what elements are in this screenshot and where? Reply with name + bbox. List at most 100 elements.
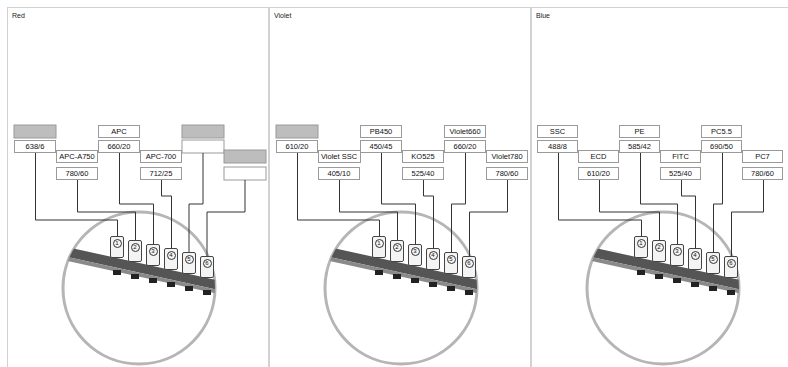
box-text: Violet660 [449,127,480,136]
box-text: 660/20 [108,142,131,151]
leader-line [452,153,466,252]
detector-module: 5 [182,252,196,274]
detector-module: 2 [652,240,666,262]
detector-module: 3 [670,244,684,266]
channel-label-box: Violet660 [444,125,486,138]
detector-foot [727,290,735,295]
lens-circle [63,212,215,364]
callout-number: 2 [131,243,140,252]
callout-number: 4 [167,251,176,260]
box-text: Violet780 [491,152,522,161]
detector-foot [113,270,121,275]
box-text: APC [111,127,126,136]
detector-module: 5 [706,252,720,274]
box-text: APC-700 [146,152,176,161]
box-text: 712/25 [150,169,173,178]
callout-number: 6 [727,259,736,268]
callout-number: 1 [637,239,646,248]
detector-module: 3 [408,244,422,266]
panel-title: Red [12,12,25,19]
box-text: ECD [591,152,607,161]
box-text: 638/6 [26,142,45,151]
detector-module: 6 [462,256,476,278]
laser-panel: Red638/6APC-A750780/60APC660/20APC-70071… [8,8,268,367]
filter-box: 712/25 [140,167,182,180]
channel-label-box: APC-700 [140,150,182,163]
channel-label-box: SSC [537,125,578,138]
detector-foot [655,274,663,279]
box-text: 525/40 [412,169,435,178]
channel-label-box: PE [619,125,660,138]
box-text: 660/20 [454,142,477,151]
box-text: Violet SSC [321,152,357,161]
leader-line [78,180,136,240]
detector-module: 6 [724,256,738,278]
channel-label-box: ECD [578,150,619,163]
detector-foot [465,290,473,295]
laser-panel: Violet610/20Violet SSC405/10PB450450/45K… [270,8,530,367]
box-text: 450/45 [370,142,393,151]
detector-module: 1 [110,236,124,258]
callout-number: 2 [393,243,402,252]
callout-number: 5 [447,255,456,264]
detector-module: 5 [444,252,458,274]
callout-number: 3 [411,247,420,256]
box-text: 525/40 [669,169,692,178]
callout-number: 4 [429,251,438,260]
leader-line [36,153,118,236]
callout-number: 6 [465,259,474,268]
box-text: 780/60 [751,169,774,178]
leader-line [600,180,660,240]
box-text: 780/60 [496,169,519,178]
filter-box: 525/40 [402,167,444,180]
filter-box: 780/60 [742,167,783,180]
callout-number: 1 [375,239,384,248]
channel-label-box: Violet SSC [318,150,361,163]
filter-box: 660/20 [98,140,140,153]
filter-box: 610/20 [276,140,318,153]
laser-panel: BlueSSC488/8ECD610/20PE585/42FITC525/40P… [532,8,788,367]
callout-number: 6 [203,259,212,268]
filter-box: 610/20 [578,167,619,180]
callout-number: 4 [691,251,700,260]
detector-module: 2 [390,240,404,262]
detector-foot [691,282,699,287]
box-text: PC5.5 [711,127,732,136]
leader-line [298,153,380,236]
blank-filter-box [224,167,266,180]
filter-box: 405/10 [318,167,360,180]
lens-circle [587,212,739,364]
box-text: KO525 [411,152,434,161]
detector-foot [167,282,175,287]
channel-label-box: KO525 [402,150,444,163]
detector-foot [447,286,455,291]
detector-foot [429,282,437,287]
detector-foot [203,290,211,295]
box-text: PC7 [755,152,770,161]
filter-box: 450/45 [360,140,402,153]
filter-box: 638/6 [14,140,56,153]
box-text: 585/42 [628,142,651,151]
lens-circle [325,212,477,364]
channel-label-box: PB450 [360,125,402,138]
box-text: 405/10 [328,169,351,178]
filter-box: 780/60 [486,167,528,180]
channel-label-box: FITC [660,150,701,163]
detector-foot [411,278,419,283]
detector-module: 4 [164,248,178,270]
callout-number: 3 [673,247,682,256]
callout-number: 1 [113,239,122,248]
channel-label-box: PC7 [742,150,783,163]
leader-line [189,153,203,252]
detector-foot [185,286,193,291]
detector-foot [375,270,383,275]
box-text: 488/8 [548,142,567,151]
callout-number: 5 [709,255,718,264]
channel-label-box: PC5.5 [701,125,742,138]
filter-box: 525/40 [660,167,701,180]
callout-number: 3 [149,247,158,256]
channel-label-box: APC-A750 [56,150,98,163]
blank-filter-box [182,140,224,153]
